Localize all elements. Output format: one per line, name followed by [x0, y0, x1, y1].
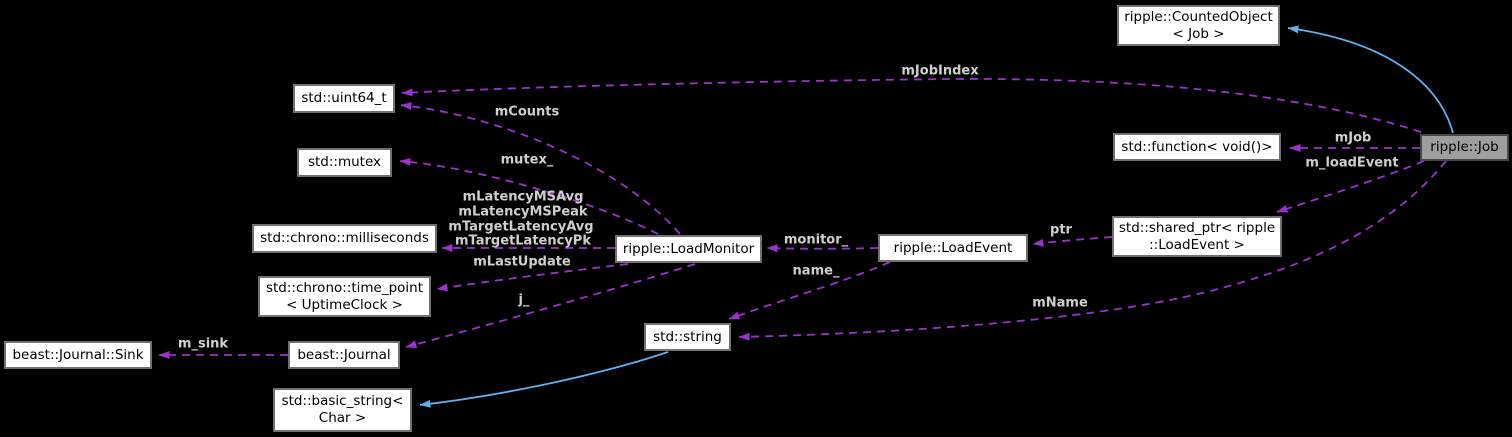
edge-label-name: name_: [792, 263, 840, 279]
node-label: ripple::LoadMonitor: [622, 240, 755, 257]
edge-mloadevent-job-to-sharedptr: [1276, 160, 1425, 213]
node-label: beast::Journal::Sink: [12, 346, 144, 363]
node-ripple-load-monitor[interactable]: ripple::LoadMonitor: [615, 235, 762, 263]
node-std-uint64-t[interactable]: std::uint64_t: [293, 84, 395, 113]
node-label: ripple::CountedObject: [1124, 8, 1273, 25]
node-label: std::uint64_t: [301, 90, 387, 106]
edge-label-mcounts: mCounts: [494, 104, 560, 120]
edge-label-mutex: mutex_: [500, 152, 554, 168]
edge-label-mloadevent: m_loadEvent: [1305, 155, 1399, 171]
edge-label-mname: mName: [1032, 295, 1088, 311]
node-label: < Job >: [1172, 25, 1225, 42]
edge-label-monitor: monitor_: [783, 232, 849, 248]
node-label: ::LoadEvent >: [1149, 236, 1245, 253]
node-ripple-load-event[interactable]: ripple::LoadEvent: [878, 234, 1028, 262]
edge-name-loadevent-to-string: [728, 261, 891, 320]
node-label: std::shared_ptr< ripple: [1118, 219, 1276, 236]
edge-mjobindex-job-to-uint64: [401, 78, 1422, 133]
edge-label-mlatencymsavg: mLatencyMSAvg: [462, 189, 584, 205]
node-label: ripple::LoadEvent: [893, 239, 1013, 256]
edge-ptr-sharedptr-to-loadevent: [1032, 236, 1113, 247]
edge-j-loadmonitor-to-journal: [405, 263, 696, 349]
node-beast-journal-sink[interactable]: beast::Journal::Sink: [4, 341, 152, 369]
node-beast-journal[interactable]: beast::Journal: [288, 341, 400, 369]
node-label: std::mutex: [307, 154, 382, 170]
node-label: std::basic_string<: [281, 393, 404, 409]
edge-label-mtargetlatencypk: mTargetLatencyPk: [455, 233, 591, 249]
edge-mutex-loadmonitor-to-mutex: [399, 157, 659, 235]
edge-label-mjobindex: mJobIndex: [901, 63, 979, 79]
edge-inherit-string-to-basicstring: [419, 351, 669, 408]
edge-label-ptr: ptr: [1050, 222, 1072, 238]
edge-mcounts-loadmonitor-to-uint64: [400, 102, 681, 235]
edge-label-j: j_: [518, 292, 530, 308]
edge-label-mjob: mJob: [1334, 130, 1372, 146]
node-std-chrono-milliseconds[interactable]: std::chrono::milliseconds: [252, 224, 437, 253]
edge-monitor-loadevent-to-loadmonitor: [766, 244, 879, 253]
edge-mname-job-to-string: [738, 160, 1447, 341]
node-ripple-job: ripple::Job: [1420, 134, 1509, 161]
edge-label-mlastupdate: mLastUpdate: [473, 254, 571, 270]
edge-label-mtargetlatencyavg: mTargetLatencyAvg: [448, 219, 594, 235]
node-label: std::chrono::time_point: [265, 279, 424, 296]
node-std-chrono-time-point[interactable]: std::chrono::time_point < UptimeClock >: [258, 276, 431, 317]
node-label: beast::Journal: [297, 346, 391, 363]
node-label: ripple::Job: [1430, 139, 1499, 155]
edge-inherit-job-to-countedobject: [1287, 25, 1454, 134]
node-label: std::string: [653, 328, 722, 345]
node-std-shared-ptr[interactable]: std::shared_ptr< ripple ::LoadEvent >: [1112, 216, 1282, 257]
node-label: std::chrono::milliseconds: [260, 230, 429, 246]
node-label: std::function< void()>: [1121, 138, 1273, 155]
edge-label-msink: m_sink: [177, 336, 229, 352]
node-std-basic-string[interactable]: std::basic_string< Char >: [273, 388, 412, 432]
node-std-string[interactable]: std::string: [644, 323, 731, 351]
node-std-function[interactable]: std::function< void()>: [1113, 133, 1281, 161]
edge-mlastupdate-loadmonitor-to-timepoint: [436, 263, 629, 292]
node-ripple-counted-object[interactable]: ripple::CountedObject < Job >: [1117, 5, 1280, 46]
node-std-mutex[interactable]: std::mutex: [297, 148, 392, 177]
node-label: < UptimeClock >: [286, 296, 403, 313]
node-label: Char >: [318, 410, 367, 426]
edge-label-mlatencymspeak: mLatencyMSPeak: [458, 204, 588, 220]
